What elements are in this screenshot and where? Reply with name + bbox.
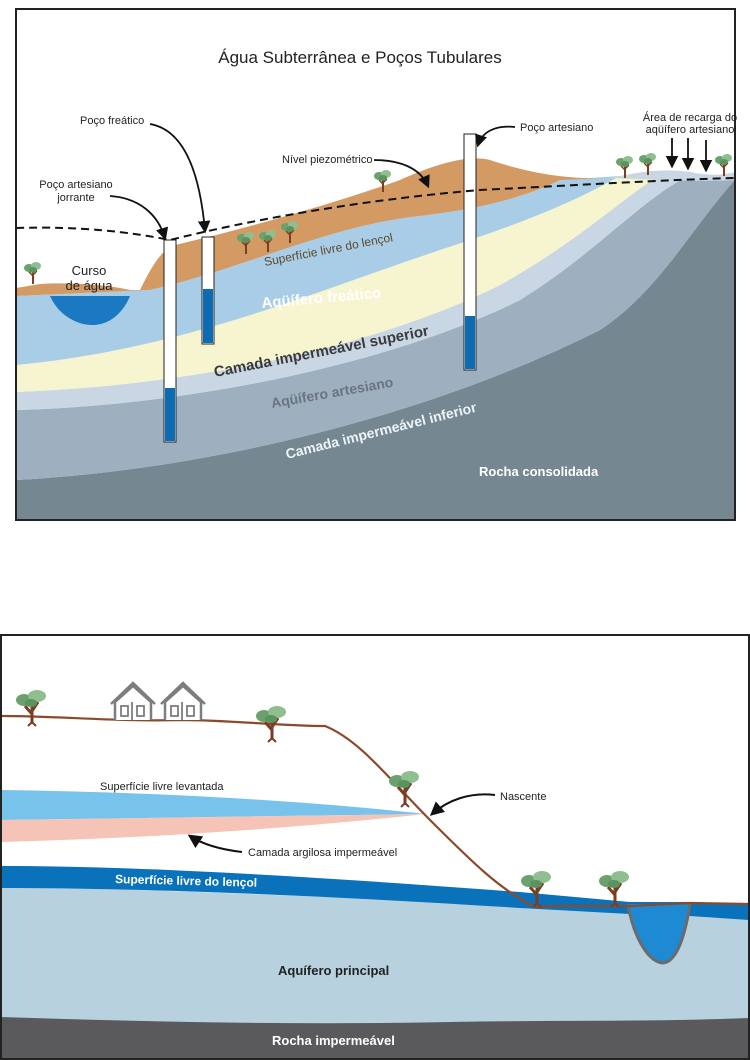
label-rocha-consolidada: Rocha consolidada [479,464,599,479]
label-nascente: Nascente [500,791,546,803]
label-curso-agua-2: de água [66,278,114,293]
main-aquifer-layer [1,885,749,1030]
perched-aquifer-spring-diagram: Superfície livre levantada Nascente Cama… [0,634,750,1060]
groundwater-wells-diagram: Água Subterrânea e Poços Tubulares Poço … [15,8,737,521]
label-curso-agua-1: Curso [72,263,107,278]
nivel-piezometrico-pointer [373,159,430,189]
poco-freatico-pointer [149,123,211,234]
phreatic-well [201,236,215,345]
poco-jorrante-pointer [109,195,169,241]
label-nivel-piezometrico: Nível piezométrico [282,154,372,166]
clay-layer [1,814,425,842]
label-area-recarga-1: Área de recarga do [643,111,737,124]
nascente-pointer [429,793,496,816]
label-camada-argilosa: Camada argilosa impermeável [248,847,397,859]
impermeable-bedrock-layer [1,1017,749,1059]
stream-water [50,296,130,325]
label-poco-artesiano-jorrante-2: jorrante [56,192,94,204]
label-poco-freatico: Poço freático [80,115,144,127]
label-superficie-levantada: Superfície livre levantada [100,781,224,793]
label-area-recarga-2: aqüífero artesiano [646,124,735,136]
artesian-well [463,133,477,371]
poco-artesiano-pointer [474,125,516,148]
perched-water-layer [1,790,425,820]
label-superficie-lencol: Superfície livre do lençol [115,872,257,890]
diagram-title: Água Subterrânea e Poços Tubulares [218,48,502,67]
recharge-arrows [665,138,713,173]
label-poco-artesiano-jorrante-1: Poço artesiano [39,179,112,191]
stream-channel [628,904,690,963]
label-aquifero-principal: Aquífero principal [278,963,389,978]
bedrock-layer [16,175,735,520]
camada-argilosa-pointer [187,834,243,853]
flowing-artesian-well [163,239,177,443]
label-poco-artesiano: Poço artesiano [520,122,593,134]
impermeable-upper-layer [16,175,660,392]
label-rocha-impermeavel: Rocha impermeável [272,1033,395,1048]
